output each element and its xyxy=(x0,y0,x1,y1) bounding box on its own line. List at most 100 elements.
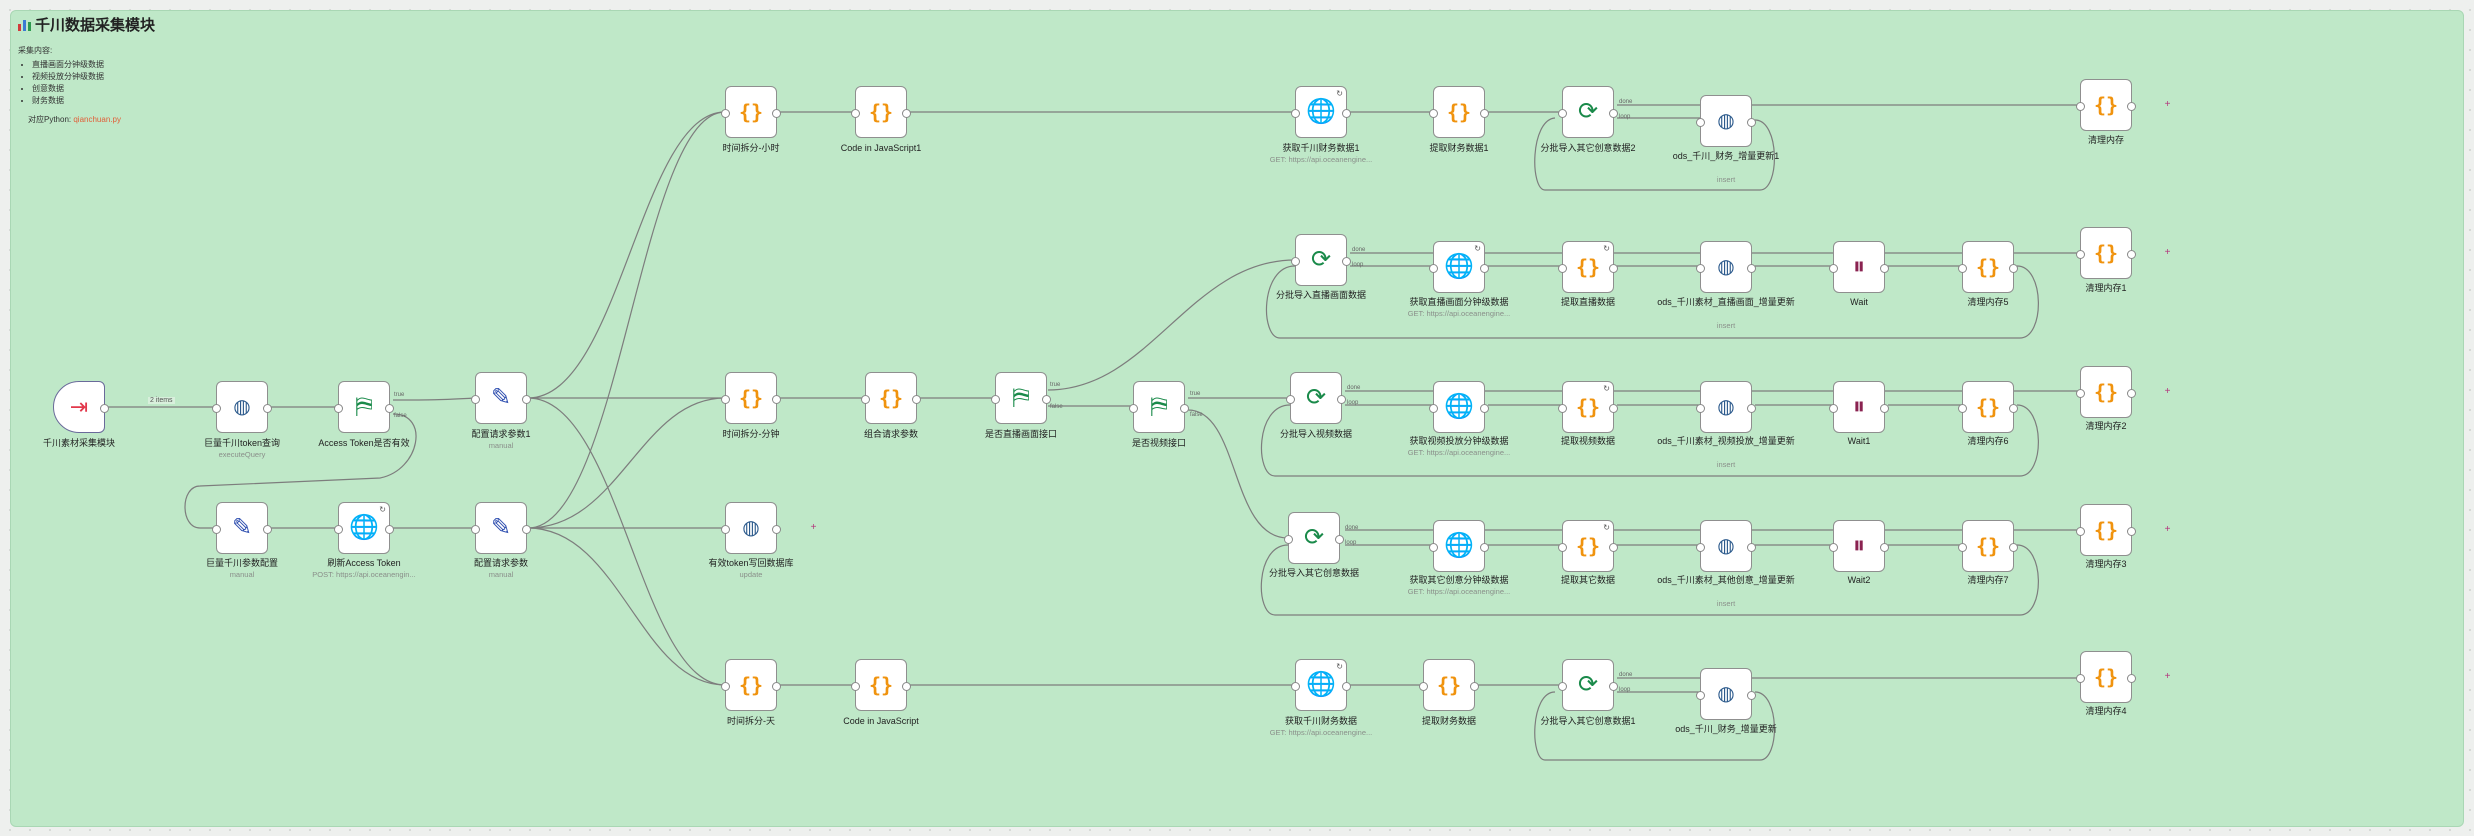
port-out[interactable] xyxy=(772,682,781,691)
node-other-fetch[interactable]: 🌐 xyxy=(1429,520,1489,572)
node-batch-video[interactable]: ⟳ xyxy=(1286,372,1346,424)
port-in[interactable] xyxy=(1284,535,1293,544)
node-mem1[interactable]: {} xyxy=(2076,227,2136,279)
node-live-extract[interactable]: {} ↻ xyxy=(1558,241,1618,293)
node-split-hour[interactable]: {} xyxy=(721,86,781,138)
port-out[interactable] xyxy=(1480,543,1489,552)
port-in[interactable] xyxy=(2076,527,2085,536)
port-out[interactable] xyxy=(263,404,272,413)
port-out[interactable] xyxy=(385,404,394,413)
node-mem7[interactable]: {} xyxy=(1958,520,2018,572)
node-batch-creative2[interactable]: ⟳ xyxy=(1558,86,1618,138)
port-out[interactable] xyxy=(100,404,109,413)
node-token-valid[interactable]: ⛿ xyxy=(334,381,394,433)
port-in[interactable] xyxy=(1429,109,1438,118)
port-out[interactable] xyxy=(1342,257,1351,266)
port-out[interactable] xyxy=(1880,264,1889,273)
port-out[interactable] xyxy=(1342,109,1351,118)
node-mem4[interactable]: {} xyxy=(2076,651,2136,703)
node-finance-extract[interactable]: {} xyxy=(1419,659,1479,711)
port-out[interactable] xyxy=(2009,264,2018,273)
port-out[interactable] xyxy=(1042,395,1051,404)
port-out[interactable] xyxy=(1480,404,1489,413)
port-in[interactable] xyxy=(1419,682,1428,691)
port-in[interactable] xyxy=(1129,404,1138,413)
port-in[interactable] xyxy=(1829,264,1838,273)
port-in[interactable] xyxy=(2076,102,2085,111)
node-js[interactable]: {} xyxy=(851,659,911,711)
port-out[interactable] xyxy=(2009,543,2018,552)
node-ods-live[interactable]: ◍ xyxy=(1696,241,1756,293)
sticky-note[interactable]: 千川数据采集模块 采集内容: 直播画面分钟级数据 视频投放分钟级数据 创意数据 … xyxy=(18,14,218,133)
port-in[interactable] xyxy=(1291,257,1300,266)
port-in[interactable] xyxy=(334,525,343,534)
port-in[interactable] xyxy=(1829,404,1838,413)
port-in[interactable] xyxy=(721,395,730,404)
port-in[interactable] xyxy=(471,525,480,534)
port-out[interactable] xyxy=(1609,109,1618,118)
node-ods-finance1[interactable]: ◍ xyxy=(1696,95,1756,147)
node-live-fetch[interactable]: 🌐 ↻ xyxy=(1429,241,1489,293)
port-in[interactable] xyxy=(1958,543,1967,552)
node-finance-fetch[interactable]: 🌐 ↻ xyxy=(1291,659,1351,711)
port-in[interactable] xyxy=(2076,250,2085,259)
add-node-plus-icon[interactable]: + xyxy=(2164,386,2171,397)
port-in[interactable] xyxy=(212,404,221,413)
port-in[interactable] xyxy=(1558,682,1567,691)
port-in[interactable] xyxy=(1829,543,1838,552)
node-config-params[interactable]: ✎ xyxy=(471,502,531,554)
port-in[interactable] xyxy=(861,395,870,404)
port-out[interactable] xyxy=(1480,264,1489,273)
port-out[interactable] xyxy=(1747,404,1756,413)
port-in[interactable] xyxy=(1696,691,1705,700)
port-in[interactable] xyxy=(1958,404,1967,413)
node-batch-other[interactable]: ⟳ xyxy=(1284,512,1344,564)
add-node-plus-icon[interactable]: + xyxy=(2164,247,2171,258)
port-in[interactable] xyxy=(334,404,343,413)
port-out[interactable] xyxy=(385,525,394,534)
add-node-plus-icon[interactable]: + xyxy=(2164,671,2171,682)
port-in[interactable] xyxy=(212,525,221,534)
port-out[interactable] xyxy=(1747,543,1756,552)
node-split-day[interactable]: {} xyxy=(721,659,781,711)
node-trigger[interactable]: ⇥ xyxy=(53,381,109,433)
port-out[interactable] xyxy=(522,395,531,404)
add-node-plus-icon[interactable]: + xyxy=(2164,99,2171,110)
node-mem3[interactable]: {} xyxy=(2076,504,2136,556)
node-token-writeback[interactable]: ◍ xyxy=(721,502,781,554)
node-config-params1[interactable]: ✎ xyxy=(471,372,531,424)
port-out[interactable] xyxy=(522,525,531,534)
port-out[interactable] xyxy=(772,109,781,118)
node-is-video[interactable]: ⛿ xyxy=(1129,381,1189,433)
node-mem-clear[interactable]: {} xyxy=(2076,79,2136,131)
port-out[interactable] xyxy=(1609,404,1618,413)
node-wait2[interactable]: ⏸ xyxy=(1829,520,1889,572)
node-finance-extract1[interactable]: {} xyxy=(1429,86,1489,138)
port-out[interactable] xyxy=(1747,118,1756,127)
port-out[interactable] xyxy=(2127,674,2136,683)
node-token-query[interactable]: ◍ xyxy=(212,381,272,433)
port-in[interactable] xyxy=(2076,674,2085,683)
port-in[interactable] xyxy=(991,395,1000,404)
port-in[interactable] xyxy=(1291,109,1300,118)
port-in[interactable] xyxy=(721,109,730,118)
node-wait[interactable]: ⏸ xyxy=(1829,241,1889,293)
node-ods-finance[interactable]: ◍ xyxy=(1696,668,1756,720)
python-file-link[interactable]: qianchuan.py xyxy=(73,115,121,124)
node-batch-live[interactable]: ⟳ xyxy=(1291,234,1351,286)
node-video-extract[interactable]: {} ↻ xyxy=(1558,381,1618,433)
port-out[interactable] xyxy=(2127,527,2136,536)
node-wait1[interactable]: ⏸ xyxy=(1829,381,1889,433)
node-video-fetch[interactable]: 🌐 xyxy=(1429,381,1489,433)
add-node-plus-icon[interactable]: + xyxy=(2164,524,2171,535)
node-ods-video[interactable]: ◍ xyxy=(1696,381,1756,433)
port-out[interactable] xyxy=(2009,404,2018,413)
port-in[interactable] xyxy=(1429,543,1438,552)
port-out[interactable] xyxy=(1747,264,1756,273)
port-out[interactable] xyxy=(772,395,781,404)
port-out[interactable] xyxy=(263,525,272,534)
port-out[interactable] xyxy=(1335,535,1344,544)
port-in[interactable] xyxy=(1558,264,1567,273)
port-in[interactable] xyxy=(1291,682,1300,691)
port-out[interactable] xyxy=(1342,682,1351,691)
